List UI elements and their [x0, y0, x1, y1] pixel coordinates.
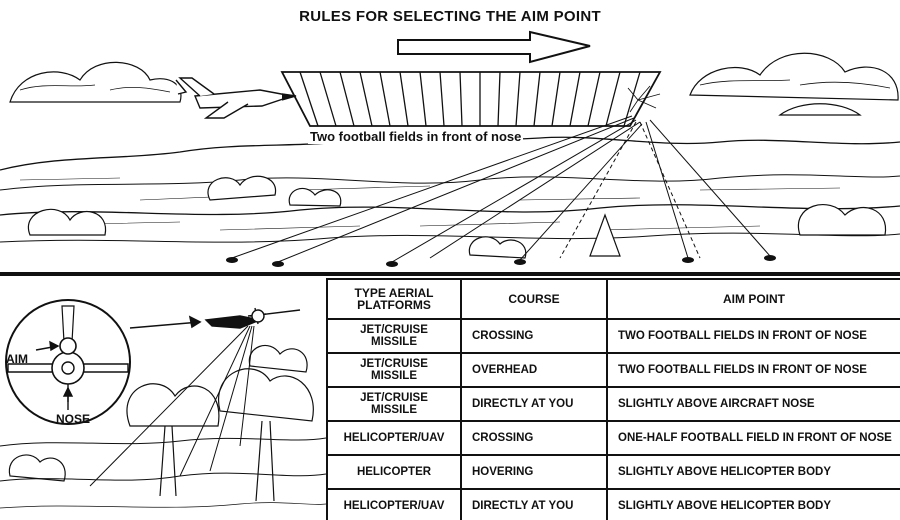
pointer-arrow — [129, 315, 202, 329]
table-row: HELICOPTER/UAV CROSSING ONE-HALF FOOTBAL… — [326, 420, 900, 456]
soldiers — [226, 255, 776, 267]
table-header-row: TYPE AERIAL PLATFORMS COURSE AIM POINT — [326, 278, 900, 320]
course-cell: HOVERING — [460, 454, 608, 490]
firing-lines — [231, 115, 771, 263]
aim-point-cell: ONE-HALF FOOTBALL FIELD IN FRONT OF NOSE — [606, 420, 900, 456]
aim-point-cell: TWO FOOTBALL FIELDS IN FRONT OF NOSE — [606, 318, 900, 354]
platform-cell: JET/CRUISE MISSILE — [326, 318, 462, 354]
course-cell: DIRECTLY AT YOU — [460, 488, 608, 520]
platform-cell: JET/CRUISE MISSILE — [326, 352, 462, 388]
platform-cell: HELICOPTER — [326, 454, 462, 490]
section-divider — [0, 272, 900, 276]
aim-point-cell: SLIGHTLY ABOVE HELICOPTER BODY — [606, 454, 900, 490]
course-cell: CROSSING — [460, 420, 608, 456]
top-scene-illustration — [0, 30, 900, 267]
aim-point-cell: SLIGHTLY ABOVE HELICOPTER BODY — [606, 488, 900, 520]
table-row: JET/CRUISE MISSILE CROSSING TWO FOOTBALL… — [326, 318, 900, 354]
course-cell: CROSSING — [460, 318, 608, 354]
table-row: JET/CRUISE MISSILE OVERHEAD TWO FOOTBALL… — [326, 352, 900, 388]
lead-zone — [280, 71, 662, 127]
helicopter — [204, 307, 301, 329]
bottom-trees — [8, 344, 314, 502]
table-row: HELICOPTER HOVERING SLIGHTLY ABOVE HELIC… — [326, 454, 900, 490]
aim-callout-label: AIM — [6, 352, 28, 366]
course-cell: DIRECTLY AT YOU — [460, 386, 608, 422]
platform-cell: JET/CRUISE MISSILE — [326, 386, 462, 422]
header-aim-point: AIM POINT — [606, 278, 900, 320]
table-row: HELICOPTER/UAV DIRECTLY AT YOU SLIGHTLY … — [326, 488, 900, 520]
aim-point-table: TYPE AERIAL PLATFORMS COURSE AIM POINT J… — [326, 278, 900, 520]
header-type-aerial-platforms: TYPE AERIAL PLATFORMS — [326, 278, 462, 320]
bottom-scene-illustration — [0, 299, 326, 509]
diagram-title: RULES FOR SELECTING THE AIM POINT — [299, 8, 601, 25]
course-cell: OVERHEAD — [460, 352, 608, 388]
platform-cell: HELICOPTER/UAV — [326, 420, 462, 456]
aim-point-cell: TWO FOOTBALL FIELDS IN FRONT OF NOSE — [606, 352, 900, 388]
direction-arrow — [397, 30, 591, 64]
tree-cluster — [27, 175, 887, 259]
aircraft-inset — [5, 299, 131, 425]
header-course: COURSE — [460, 278, 608, 320]
tracer-burst — [627, 85, 661, 113]
table-row: JET/CRUISE MISSILE DIRECTLY AT YOU SLIGH… — [326, 386, 900, 422]
jet-aircraft — [175, 77, 297, 119]
aim-point-cell: SLIGHTLY ABOVE AIRCRAFT NOSE — [606, 386, 900, 422]
cloud-left — [9, 61, 182, 103]
cloud-right — [689, 52, 899, 101]
lead-distance-label: Two football fields in front of nose — [308, 129, 524, 144]
platform-cell: HELICOPTER/UAV — [326, 488, 462, 520]
bottom-firing-lines — [89, 325, 255, 487]
nose-callout-label: NOSE — [56, 412, 91, 426]
